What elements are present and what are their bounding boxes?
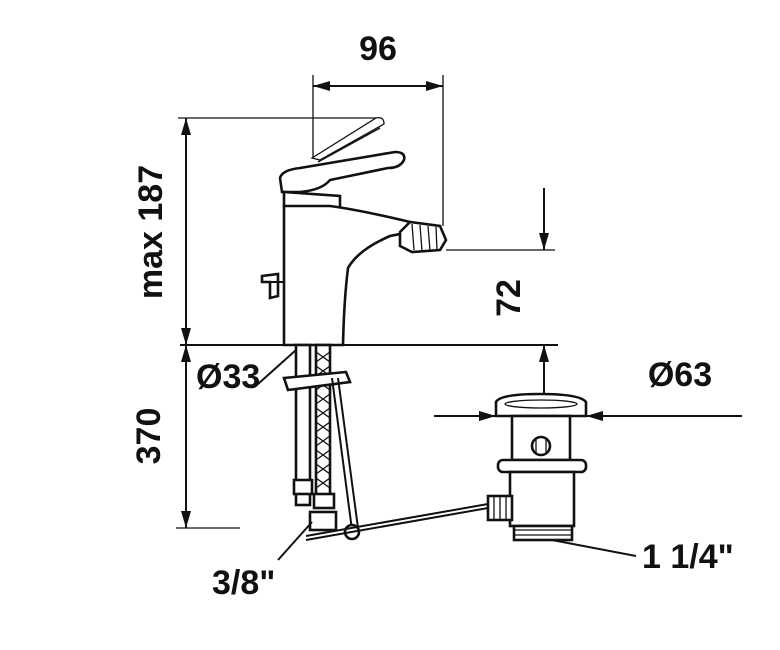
- mixer-lever: [278, 150, 406, 194]
- dim-height-max: max 187: [132, 117, 376, 345]
- dim-label-114: 1 1/4": [642, 538, 734, 576]
- dim-label-d63: Ø63: [648, 356, 712, 394]
- mounting-assembly: [282, 343, 489, 541]
- popup-rod: [260, 272, 280, 300]
- fixing-bracket: [282, 370, 352, 392]
- dim-label-370: 370: [130, 408, 168, 465]
- dim-label-38: 3/8": [212, 564, 275, 602]
- dim-hose-length: 370: [130, 345, 240, 529]
- spout-nozzle: [398, 220, 448, 254]
- dim-label-d33: Ø33: [196, 358, 260, 396]
- dim-label-72: 72: [490, 279, 528, 317]
- waste-assembly: [486, 392, 588, 542]
- waste-locknut: [496, 458, 588, 474]
- dim-spout-width: 96: [312, 30, 444, 226]
- waste-tail: [512, 524, 574, 542]
- dim-spout-height: 72: [446, 188, 555, 410]
- dim-supply-thread: 3/8": [212, 521, 313, 602]
- dim-label-96: 96: [359, 30, 397, 68]
- lever-raised-outline: [310, 116, 385, 161]
- dim-hole-diameter: Ø33: [196, 349, 297, 396]
- dim-label-max187: max 187: [132, 165, 170, 299]
- dim-waste-diameter: Ø63: [434, 356, 742, 421]
- mixer-column: [282, 204, 412, 347]
- hose-connector-nut: [308, 510, 338, 532]
- mixer-body: [260, 116, 448, 347]
- dim-waste-thread: 1 1/4": [551, 538, 734, 576]
- waste-flange: [494, 392, 588, 418]
